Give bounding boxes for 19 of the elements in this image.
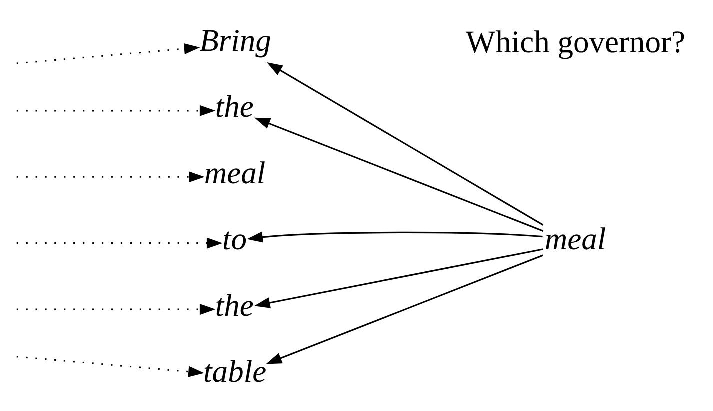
node-text: meal bbox=[204, 155, 266, 190]
arrow bbox=[266, 62, 544, 226]
arrow bbox=[254, 248, 544, 308]
node-text: the bbox=[215, 89, 254, 124]
arrow bbox=[254, 118, 544, 232]
node-text: to bbox=[222, 222, 248, 257]
node-text: the bbox=[215, 288, 254, 323]
node-text: meal bbox=[544, 222, 606, 257]
arrow bbox=[266, 254, 544, 364]
arrow bbox=[16, 172, 205, 183]
node-text: Bring bbox=[200, 22, 272, 58]
node-text: table bbox=[204, 354, 267, 390]
arrow bbox=[16, 43, 200, 64]
arrow bbox=[16, 105, 216, 116]
arrow bbox=[247, 232, 543, 243]
label: Which governor? bbox=[466, 24, 686, 60]
arrow bbox=[16, 356, 204, 378]
arrow bbox=[16, 238, 223, 249]
arrow bbox=[16, 304, 216, 316]
